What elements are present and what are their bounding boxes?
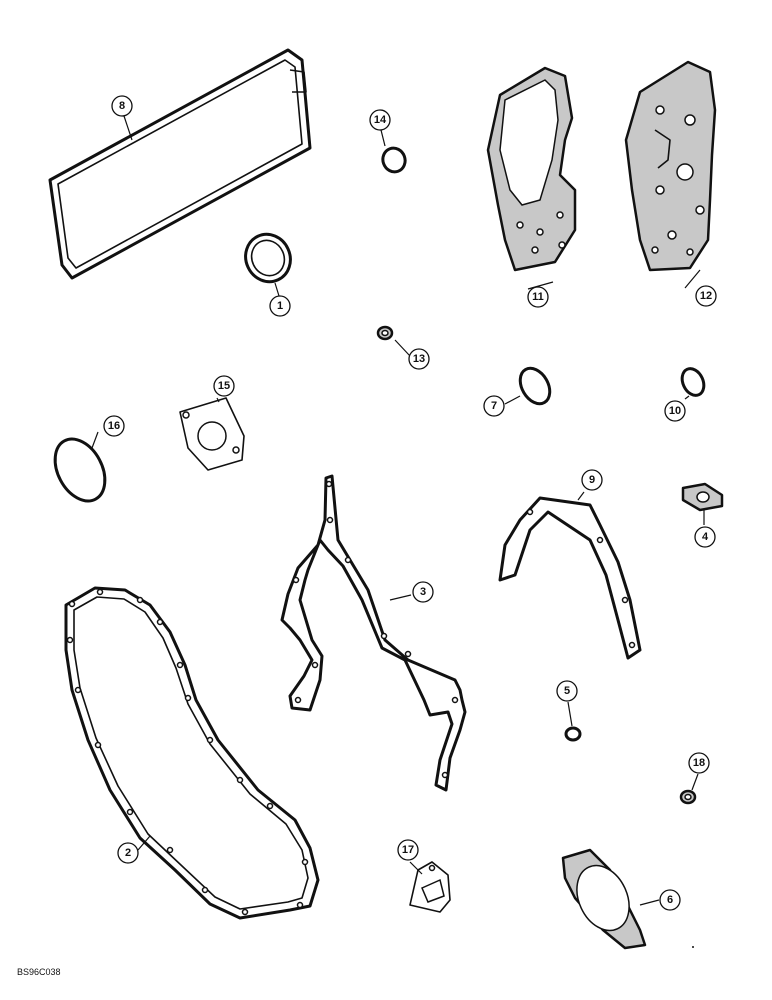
part-7-o-ring bbox=[518, 366, 552, 406]
part-18-washer bbox=[679, 789, 697, 805]
part-10-o-ring bbox=[680, 367, 706, 397]
part-11-front-plate-gasket bbox=[486, 66, 577, 272]
callout-18-label: 18 bbox=[693, 757, 705, 769]
callout-6: 6 bbox=[659, 889, 681, 911]
part-14-o-ring bbox=[381, 146, 407, 174]
callout-2-label: 2 bbox=[125, 847, 131, 859]
part-17-flange-gasket bbox=[409, 861, 451, 913]
print-dot bbox=[692, 946, 694, 948]
callout-17: 17 bbox=[397, 839, 419, 861]
part-15-flange-gasket bbox=[179, 397, 245, 471]
callout-9: 9 bbox=[581, 469, 603, 491]
callout-15-label: 15 bbox=[218, 380, 230, 392]
callout-8: 8 bbox=[111, 95, 133, 117]
part-16-o-ring bbox=[53, 437, 107, 503]
callout-8-label: 8 bbox=[119, 100, 125, 112]
part-12-plate-gasket bbox=[624, 60, 717, 272]
callout-13: 13 bbox=[408, 348, 430, 370]
part-2-gear-housing-gasket bbox=[64, 586, 320, 920]
figure-code: BS96C038 bbox=[17, 967, 61, 977]
callout-14-label: 14 bbox=[374, 114, 387, 126]
callout-6-label: 6 bbox=[667, 894, 673, 906]
callout-16-label: 16 bbox=[108, 420, 120, 432]
callout-7: 7 bbox=[483, 395, 505, 417]
callout-12-label: 12 bbox=[700, 290, 712, 302]
callout-9-label: 9 bbox=[589, 474, 595, 486]
callout-15: 15 bbox=[213, 375, 235, 397]
part-3-front-cover-gasket bbox=[280, 474, 467, 792]
callout-4-label: 4 bbox=[702, 531, 709, 543]
callout-18: 18 bbox=[688, 752, 710, 774]
callout-3-label: 3 bbox=[420, 586, 426, 598]
callout-4: 4 bbox=[694, 526, 716, 548]
callout-13-label: 13 bbox=[413, 353, 425, 365]
callout-5-label: 5 bbox=[564, 685, 570, 697]
callout-11-label: 11 bbox=[532, 291, 544, 303]
callout-12: 12 bbox=[695, 285, 717, 307]
callout-5: 5 bbox=[556, 680, 578, 702]
part-8-rocker-cover-gasket bbox=[48, 48, 312, 280]
callout-14: 14 bbox=[369, 109, 391, 131]
callout-11: 11 bbox=[527, 286, 549, 308]
callout-10: 10 bbox=[664, 400, 686, 422]
callout-1: 1 bbox=[269, 295, 291, 317]
part-9-seal-housing-gasket bbox=[498, 496, 642, 660]
leader-lines bbox=[91, 115, 705, 906]
part-1-seal-ring bbox=[244, 232, 292, 284]
callout-7-label: 7 bbox=[491, 400, 497, 412]
callout-17-label: 17 bbox=[402, 844, 414, 856]
part-4-flange-gasket bbox=[681, 482, 724, 512]
part-5-o-ring bbox=[564, 726, 582, 742]
part-6-flange-gasket bbox=[561, 848, 647, 950]
callout-3: 3 bbox=[412, 581, 434, 603]
callout-2: 2 bbox=[117, 842, 139, 864]
callout-16: 16 bbox=[103, 415, 125, 437]
callout-1-label: 1 bbox=[277, 300, 283, 312]
callout-10-label: 10 bbox=[669, 405, 681, 417]
part-13-washer bbox=[376, 325, 394, 341]
